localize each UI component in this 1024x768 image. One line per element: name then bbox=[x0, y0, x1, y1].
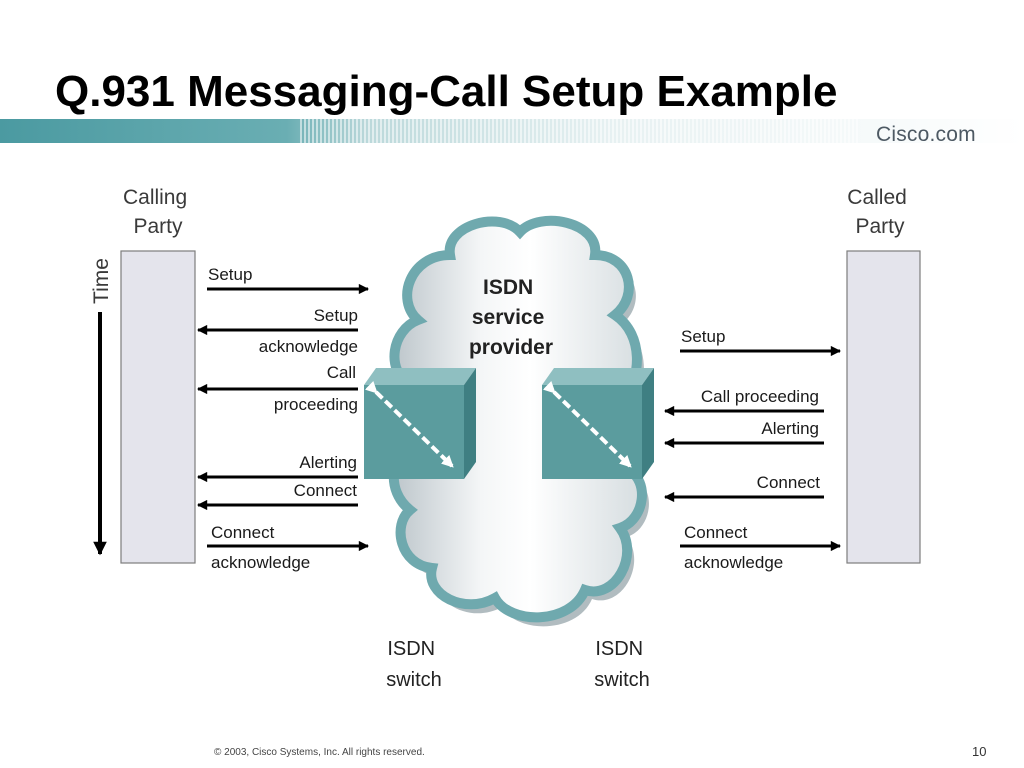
svg-text:proceeding: proceeding bbox=[274, 395, 358, 414]
svg-text:Call: Call bbox=[327, 363, 356, 382]
calling-party-label: Calling Party bbox=[123, 186, 193, 238]
cloud-label: ISDN service provider bbox=[469, 276, 553, 359]
left-message-call-proceeding: Call proceeding bbox=[196, 363, 358, 414]
left-message-setup-acknowledge: Setup acknowledge bbox=[196, 306, 358, 356]
svg-text:Alerting: Alerting bbox=[761, 419, 819, 438]
called-party-label: Called Party bbox=[847, 186, 912, 238]
svg-text:Connect: Connect bbox=[684, 523, 748, 542]
copyright-footer: © 2003, Cisco Systems, Inc. All rights r… bbox=[214, 747, 425, 758]
right-message-alerting: Alerting bbox=[663, 419, 824, 449]
svg-text:acknowledge: acknowledge bbox=[684, 553, 783, 572]
isdn-switch-label-right: ISDN switch bbox=[594, 638, 650, 691]
svg-text:Setup: Setup bbox=[314, 306, 358, 325]
left-message-connect-acknowledge: Connect acknowledge bbox=[207, 523, 370, 572]
svg-text:Alerting: Alerting bbox=[299, 453, 357, 472]
cisco-logo-text: Cisco.com bbox=[876, 123, 976, 146]
svg-text:Setup: Setup bbox=[681, 327, 725, 346]
slide-title: Q.931 Messaging-Call Setup Example bbox=[55, 67, 838, 116]
calling-party-box bbox=[120, 250, 196, 564]
left-message-alerting: Alerting bbox=[196, 453, 358, 483]
isdn-switch-left bbox=[364, 368, 476, 479]
right-message-connect: Connect bbox=[663, 473, 824, 503]
isdn-cloud bbox=[388, 215, 649, 627]
svg-text:acknowledge: acknowledge bbox=[259, 337, 358, 356]
left-message-setup: Setup bbox=[207, 265, 370, 295]
time-label: Time bbox=[90, 258, 113, 304]
right-message-setup: Setup bbox=[680, 327, 842, 357]
svg-text:Connect: Connect bbox=[757, 473, 821, 492]
right-message-call-proceeding: Call proceeding bbox=[663, 387, 824, 417]
header-bar bbox=[0, 119, 1024, 143]
isdn-switch-right bbox=[542, 368, 654, 479]
svg-text:Call proceeding: Call proceeding bbox=[701, 387, 819, 406]
svg-text:Setup: Setup bbox=[208, 265, 252, 284]
right-message-connect-acknowledge: Connect acknowledge bbox=[680, 523, 842, 572]
svg-text:Connect: Connect bbox=[211, 523, 275, 542]
page-number: 10 bbox=[972, 744, 987, 759]
svg-text:Connect: Connect bbox=[294, 481, 358, 500]
svg-text:acknowledge: acknowledge bbox=[211, 553, 310, 572]
isdn-switch-label-left: ISDN switch bbox=[386, 638, 442, 691]
called-party-box bbox=[846, 250, 921, 564]
left-message-connect: Connect bbox=[196, 481, 358, 511]
